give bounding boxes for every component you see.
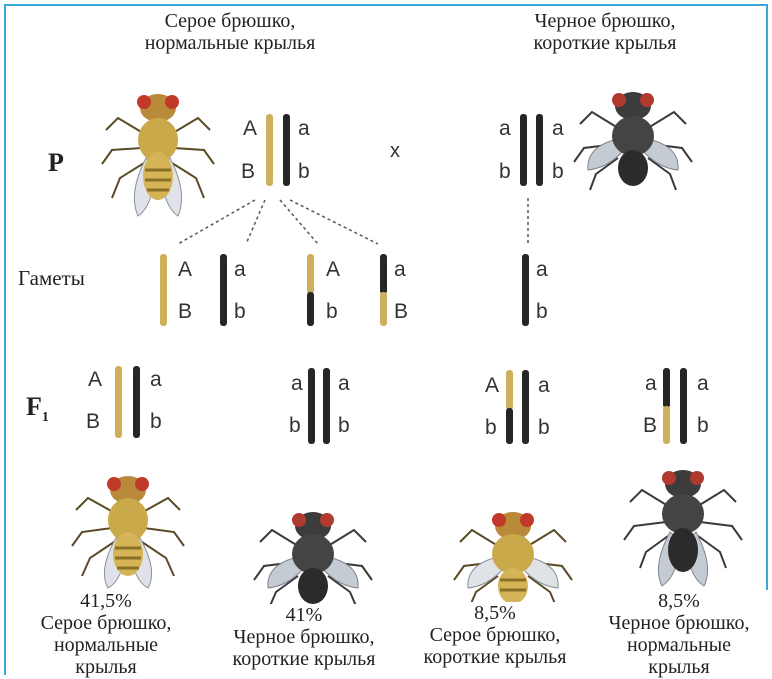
caption-line: крылья: [588, 656, 770, 678]
chromosome-gold: [115, 366, 122, 438]
allele-label: A: [326, 258, 340, 282]
caption-line: Черное брюшко,: [206, 626, 402, 648]
chromosome-dark: [522, 254, 529, 326]
f1-result-2: 41% Черное брюшко, короткие крылья: [206, 604, 402, 670]
allele-label: b: [536, 300, 548, 324]
allele-label: a: [645, 372, 657, 396]
fly-black-normal-wings-icon: [618, 458, 748, 588]
fly-gray-normal-wings-icon: [68, 462, 188, 590]
chromosome-dark: [220, 254, 227, 326]
chromosome-gold: [160, 254, 167, 326]
allele-label: a: [697, 372, 709, 396]
fly-black-short-wings-icon: [248, 500, 378, 610]
f1-subscript: 1: [42, 410, 49, 425]
allele-label: a: [291, 372, 303, 396]
allele-label: a: [536, 258, 548, 282]
allele-label: A: [178, 258, 192, 282]
chromosome-dark: [308, 368, 315, 444]
f1-label: F1: [26, 392, 49, 426]
allele-label: a: [234, 258, 246, 282]
allele-label: b: [289, 414, 301, 438]
chromosome-dark-segment: [506, 408, 513, 444]
allele-label: a: [538, 374, 550, 398]
chromosome-dark: [133, 366, 140, 438]
caption-line: Черное брюшко,: [588, 612, 770, 634]
f1-result-3: 8,5% Серое брюшко, короткие крылья: [402, 602, 588, 668]
chromosome-dark-segment: [307, 292, 314, 326]
chromosome-dark-segment: [663, 368, 670, 408]
allele-label: b: [697, 414, 709, 438]
chromosome-dark: [522, 370, 529, 444]
caption-line: нормальные: [6, 634, 206, 656]
chromosome-gold-segment: [506, 370, 513, 410]
allele-label: B: [394, 300, 408, 324]
f1-result-4: 8,5% Черное брюшко, нормальные крылья: [588, 590, 770, 678]
percent-value: 8,5%: [588, 590, 770, 612]
chromosome-gold-segment: [307, 254, 314, 294]
allele-label: B: [86, 410, 100, 434]
allele-label: A: [88, 368, 102, 392]
allele-label: b: [326, 300, 338, 324]
percent-value: 41%: [206, 604, 402, 626]
percent-value: 41,5%: [6, 590, 206, 612]
allele-label: A: [485, 374, 499, 398]
chromosome-dark: [680, 368, 687, 444]
gamete-connector-lines: [0, 0, 772, 260]
gametes-label: Гаметы: [18, 266, 85, 291]
allele-label: a: [394, 258, 406, 282]
allele-label: B: [643, 414, 657, 438]
allele-label: b: [338, 414, 350, 438]
allele-label: b: [538, 416, 550, 440]
caption-line: Серое брюшко,: [402, 624, 588, 646]
caption-line: крылья: [6, 656, 206, 678]
f1-result-1: 41,5% Серое брюшко, нормальные крылья: [6, 590, 206, 678]
chromosome-dark: [323, 368, 330, 444]
allele-label: b: [485, 416, 497, 440]
caption-line: короткие крылья: [206, 648, 402, 670]
chromosome-dark-segment: [380, 254, 387, 294]
caption-line: Серое брюшко,: [6, 612, 206, 634]
allele-label: B: [178, 300, 192, 324]
allele-label: a: [150, 368, 162, 392]
caption-line: короткие крылья: [402, 646, 588, 668]
f1-letter: F: [26, 392, 42, 421]
allele-label: a: [338, 372, 350, 396]
chromosome-gold-segment: [663, 406, 670, 444]
chromosome-gold-segment: [380, 292, 387, 326]
allele-label: b: [150, 410, 162, 434]
fly-gray-short-wings-icon: [448, 500, 578, 610]
allele-label: b: [234, 300, 246, 324]
caption-line: нормальные: [588, 634, 770, 656]
percent-value: 8,5%: [402, 602, 588, 624]
